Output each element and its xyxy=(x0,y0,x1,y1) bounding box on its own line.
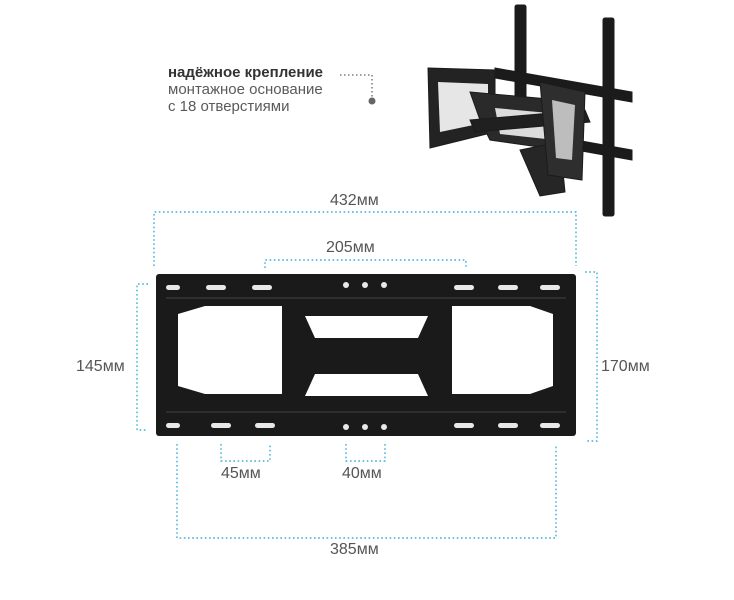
dim-205-label: 205мм xyxy=(326,239,375,256)
caption-line-2: монтажное основание xyxy=(168,81,323,98)
dim-45-label: 45мм xyxy=(221,465,261,482)
dim-432-line xyxy=(153,211,577,266)
caption-line-3: с 18 отверстиями xyxy=(168,98,290,115)
dim-385-label: 385мм xyxy=(330,541,379,558)
mounting-plate xyxy=(156,274,576,436)
dim-40-line xyxy=(345,444,386,462)
tv-mount-photo xyxy=(427,4,633,217)
feature-caption: надёжное крепление монтажное основание с… xyxy=(168,64,323,115)
leader-dot xyxy=(368,97,376,105)
dim-40-label: 40мм xyxy=(342,465,382,482)
dim-145-label: 145мм xyxy=(76,358,125,375)
dim-145-line xyxy=(136,283,148,431)
dim-170-line xyxy=(585,271,598,442)
dim-45-line xyxy=(220,444,271,462)
dimension-lines xyxy=(136,211,598,539)
dim-205-line xyxy=(264,259,467,268)
dim-170-label: 170мм xyxy=(601,358,650,375)
dim-432-label: 432мм xyxy=(330,192,379,209)
dim-385-line xyxy=(176,444,557,539)
caption-leader xyxy=(340,74,373,98)
caption-title: надёжное крепление xyxy=(168,64,324,81)
